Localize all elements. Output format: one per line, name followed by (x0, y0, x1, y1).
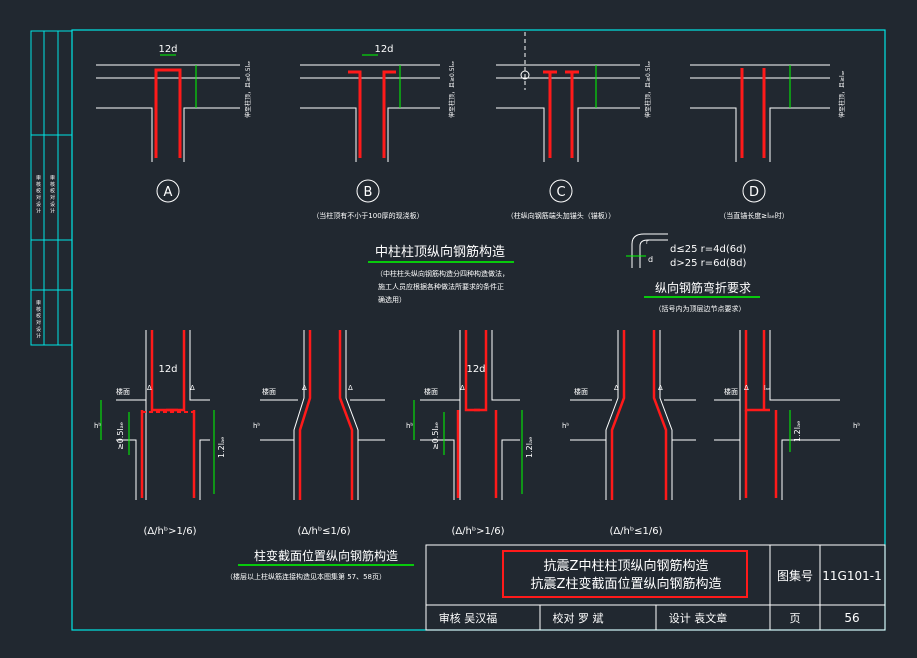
dim-12d-3: 12d (466, 364, 485, 375)
half-lae-label-1: ≥0.5lₐₑ (116, 422, 125, 450)
delta-label-4b: Δ (658, 384, 663, 392)
floor-label-5: 楼面 (724, 387, 738, 396)
lae12-label-5: 1.2lₐₑ (793, 421, 802, 442)
bend-diagram: d r (626, 233, 668, 268)
floor-label-1: 楼面 (116, 387, 130, 396)
caption-4: (Δ/hᵇ≤1/6) (609, 526, 662, 537)
heading-bottom-note: （楼层以上柱纵筋连接构造见本图集第 57、58页） (226, 572, 386, 581)
note-c: （柱纵向钢筋端头加锚头（锚板）） (507, 211, 616, 220)
delta-label-3: Δ (460, 384, 465, 392)
bottom-detail-1 (100, 330, 215, 500)
label-c: C (556, 185, 565, 200)
page-number: 56 (844, 611, 859, 625)
label-b: B (364, 185, 373, 200)
heading-top-note-3: 确选用） (378, 295, 406, 304)
title-main-2: 抗震Z柱变截面位置纵向钢筋构造 (531, 576, 722, 592)
side-strip: 审 核 校 对 设 计 审 核 校 对 设 计 审 核 校 对 设 计 (30, 30, 73, 346)
hb-label-4: hᵇ (562, 422, 569, 430)
bend-rule-2: d>25 r=6d(8d) (670, 258, 746, 269)
bend-d-label: d (648, 255, 653, 264)
dim-12d-1: 12d (158, 364, 177, 375)
caption-2: (Δ/hᵇ≤1/6) (297, 526, 350, 537)
bottom-detail-3 (413, 330, 523, 500)
design-cell: 设计 袁文章 (669, 611, 728, 625)
half-lae-label-3: ≥0.5lₐₑ (431, 422, 440, 450)
dim-12d-a: 12d (158, 44, 177, 55)
hb-label-5: hᵇ (853, 422, 860, 430)
dim-cap-b: 伸至柱顶，且≥0.5lₐₑ (448, 60, 456, 118)
caption-1: (Δ/hᵇ>1/6) (143, 526, 196, 537)
hb-label-1: hᵇ (94, 422, 101, 430)
heading-top-note-2: 施工人员应根据各种做法所要求的条件正 (378, 282, 504, 291)
lae-label-5: lₐₑ (764, 385, 771, 392)
floor-label-2: 楼面 (262, 387, 276, 396)
delta-label-1: Δ (147, 384, 152, 392)
note-b: （当柱顶有不小于100厚的现浇板） (312, 211, 423, 220)
bottom-detail-2 (260, 330, 385, 500)
caption-3: (Δ/hᵇ>1/6) (451, 526, 504, 537)
top-detail-c (496, 32, 640, 162)
bend-r-label: r (646, 239, 649, 246)
side-strip-text-3: 审 核 校 对 设 计 (35, 299, 41, 339)
label-a: A (164, 185, 173, 200)
heading-top-title: 中柱柱顶纵向钢筋构造 (375, 244, 505, 260)
title-highlight-box (502, 550, 748, 598)
delta-label-5: Δ (744, 384, 749, 392)
lae12-label-3: 1.2lₐₑ (525, 437, 534, 458)
atlas-label: 图集号 (777, 568, 813, 583)
dim-12d-b: 12d (374, 44, 393, 55)
check-cell: 校对 罗 斌 (553, 611, 604, 625)
heading-bottom-title: 柱变截面位置纵向钢筋构造 (254, 548, 398, 563)
floor-label-3: 楼面 (424, 387, 438, 396)
title-main-1: 抗震Z中柱柱顶纵向钢筋构造 (544, 558, 709, 574)
top-detail-labels: A B C D （当柱顶有不小于100厚的现浇板） （柱纵向钢筋端头加锚头（锚板… (156, 179, 789, 220)
page-label: 页 (790, 612, 801, 625)
floor-label-4: 楼面 (574, 387, 588, 396)
delta-label-2b: Δ (348, 384, 353, 392)
bend-note: （括号内为顶层边节点要求） (655, 304, 746, 313)
dim-cap-c: 伸至柱顶，且≥0.5lₐₑ (644, 60, 652, 118)
hb-label-3: hᵇ (406, 422, 413, 430)
delta-label-1b: Δ (190, 384, 195, 392)
dim-cap-a: 伸至柱顶，且≥0.5lₐₑ (244, 60, 252, 118)
delta-label-4: Δ (614, 384, 619, 392)
heading-top-note-1: （中柱柱头纵向钢筋构造分四种构造做法， (376, 269, 509, 278)
lae12-label-1: 1.2lₐₑ (217, 437, 226, 458)
top-detail-d (690, 64, 830, 162)
title-block (425, 544, 886, 631)
side-strip-text: 审 核 校 对 设 计 (35, 174, 41, 214)
side-strip-text-2: 审 核 校 对 设 计 (49, 174, 55, 214)
label-d: D (749, 185, 759, 200)
delta-label-2: Δ (302, 384, 307, 392)
bottom-detail-4 (570, 330, 696, 500)
bend-title: 纵向钢筋弯折要求 (655, 280, 751, 295)
top-detail-b (300, 54, 440, 162)
atlas-number: 11G101-1 (822, 569, 881, 583)
bend-rule-1: d≤25 r=4d(6d) (670, 244, 746, 255)
hb-label-2: hᵇ (253, 422, 260, 430)
bottom-detail-5 (714, 330, 840, 500)
review-cell: 审核 吴汉福 (439, 611, 498, 625)
note-d: （当直锚长度≥lₐₑ时） (719, 211, 788, 220)
dim-cap-d: 伸至柱顶，且≥lₐₑ (838, 70, 846, 118)
top-detail-a (96, 54, 240, 162)
